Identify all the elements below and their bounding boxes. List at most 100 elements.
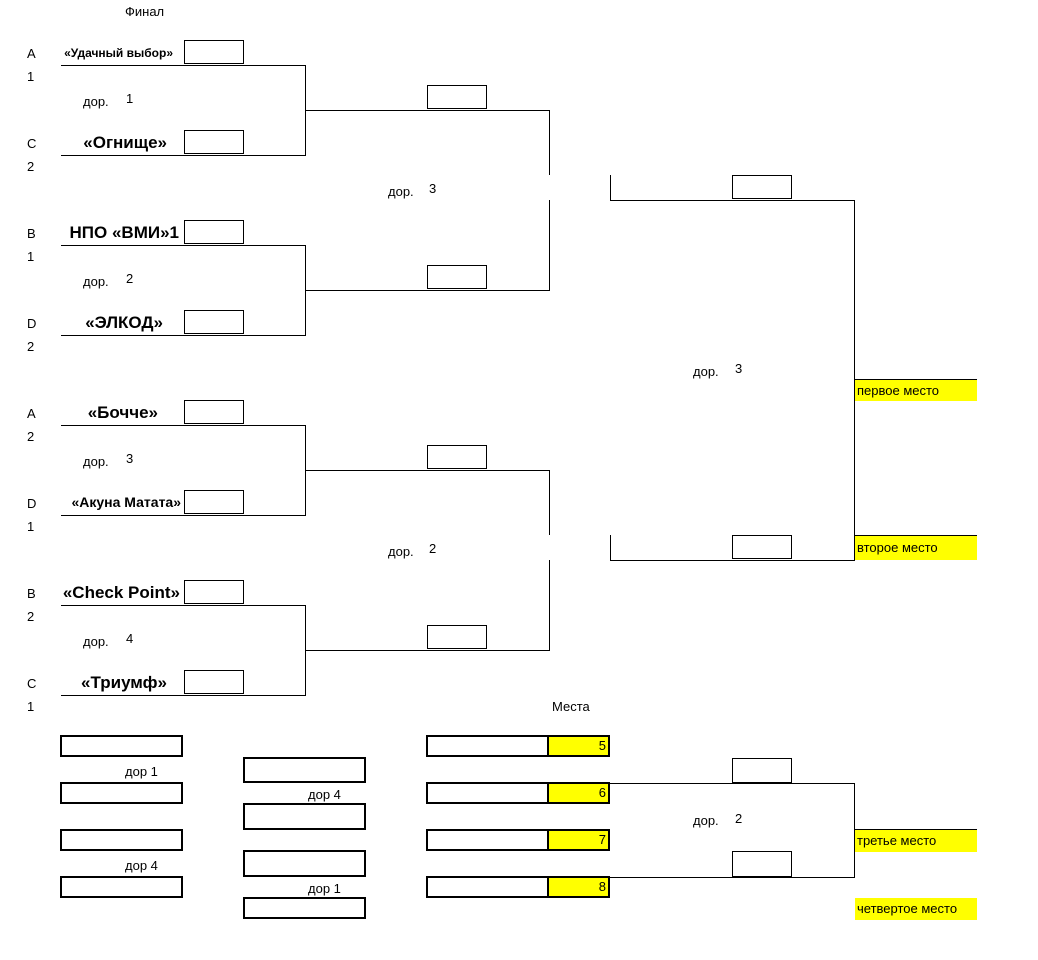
score-box[interactable] (427, 265, 487, 289)
group-letter: A (27, 46, 36, 61)
court-number: 3 (735, 361, 743, 376)
court-label: дор. (693, 813, 719, 828)
bracket-line (305, 470, 550, 471)
score-box[interactable] (184, 580, 244, 604)
bracket-line (610, 877, 855, 878)
group-letter: A (27, 406, 36, 421)
final-heading: Финал (125, 4, 165, 19)
consolation-slot[interactable] (426, 735, 549, 757)
consolation-slot[interactable] (243, 850, 366, 877)
bracket-line (305, 650, 550, 651)
group-number: 2 (27, 609, 35, 624)
bracket-line (61, 695, 306, 696)
score-box[interactable] (184, 220, 244, 244)
score-box[interactable] (732, 535, 792, 559)
score-box[interactable] (184, 490, 244, 514)
place-line (854, 829, 977, 830)
score-box[interactable] (184, 670, 244, 694)
group-number: 2 (27, 339, 35, 354)
group-number: 2 (27, 429, 35, 444)
group-number: 1 (27, 699, 35, 714)
team-name: «Огнище» (83, 133, 167, 152)
court-label: дор. (83, 94, 109, 109)
court-label: дор. (83, 454, 109, 469)
consolation-slot[interactable] (426, 782, 549, 804)
score-box[interactable] (732, 175, 792, 199)
court-number: 3 (126, 451, 134, 466)
consolation-slot[interactable] (426, 876, 549, 898)
score-box[interactable] (427, 625, 487, 649)
place-number: 5 (547, 735, 610, 757)
team-name: НПО «ВМИ»1 (69, 223, 179, 242)
court-number: 1 (126, 91, 134, 106)
group-letter: D (27, 316, 37, 331)
bracket-line (61, 335, 306, 336)
group-number: 1 (27, 519, 35, 534)
bracket-line (61, 65, 306, 66)
group-number: 1 (27, 249, 35, 264)
bracket-line (610, 175, 611, 200)
fourth-place-label: четвертое место (855, 898, 977, 920)
score-box[interactable] (427, 85, 487, 109)
places-heading: Места (552, 699, 590, 714)
score-box[interactable] (732, 851, 792, 877)
group-number: 1 (27, 69, 35, 84)
court-number: 4 (126, 631, 134, 646)
consolation-slot[interactable] (60, 876, 183, 898)
place-number: 8 (547, 876, 610, 898)
bracket-line (549, 110, 550, 175)
court-number: 3 (429, 181, 437, 196)
second-place-label: второе место (855, 536, 977, 560)
consolation-court-label: дор 1 (308, 881, 341, 896)
bracket-line (854, 783, 855, 877)
team-name: «Триумф» (81, 673, 167, 692)
bracket-line (61, 425, 306, 426)
group-letter: B (27, 586, 36, 601)
group-letter: B (27, 226, 36, 241)
court-label: дор. (693, 364, 719, 379)
court-number: 2 (126, 271, 134, 286)
bracket-line (61, 515, 306, 516)
score-box[interactable] (732, 758, 792, 783)
score-box[interactable] (427, 445, 487, 469)
consolation-court-label: дор 4 (308, 787, 341, 802)
bracket-line (305, 110, 550, 111)
consolation-slot[interactable] (60, 829, 183, 851)
consolation-court-label: дор 1 (125, 764, 158, 779)
consolation-slot[interactable] (60, 735, 183, 757)
bracket-line (610, 783, 855, 784)
group-letter: C (27, 676, 37, 691)
team-name: «Акуна Матата» (71, 494, 181, 510)
court-label: дор. (388, 544, 414, 559)
bracket-line (549, 470, 550, 535)
bracket-line (610, 560, 855, 561)
group-number: 2 (27, 159, 35, 174)
court-label: дор. (83, 274, 109, 289)
court-number: 2 (429, 541, 437, 556)
score-box[interactable] (184, 130, 244, 154)
consolation-slot[interactable] (243, 897, 366, 919)
team-name: «Бочче» (87, 403, 158, 422)
team-name: «ЭЛКОД» (85, 313, 163, 332)
bracket-line (305, 290, 550, 291)
bracket-line (610, 200, 855, 201)
consolation-slot[interactable] (426, 829, 549, 851)
court-label: дор. (83, 634, 109, 649)
third-place-label: третье место (855, 830, 977, 852)
bracket-line (549, 200, 550, 290)
score-box[interactable] (184, 40, 244, 64)
team-name: «Check Point» (62, 583, 180, 602)
bracket-line (61, 155, 306, 156)
bracket-line (61, 605, 306, 606)
score-box[interactable] (184, 310, 244, 334)
score-box[interactable] (184, 400, 244, 424)
bracket-line (610, 535, 611, 560)
consolation-slot[interactable] (243, 757, 366, 783)
bracket-line (549, 560, 550, 650)
court-label: дор. (388, 184, 414, 199)
group-letter: C (27, 136, 37, 151)
place-number: 6 (547, 782, 610, 804)
consolation-slot[interactable] (60, 782, 183, 804)
consolation-slot[interactable] (243, 803, 366, 830)
place-line (854, 379, 977, 380)
